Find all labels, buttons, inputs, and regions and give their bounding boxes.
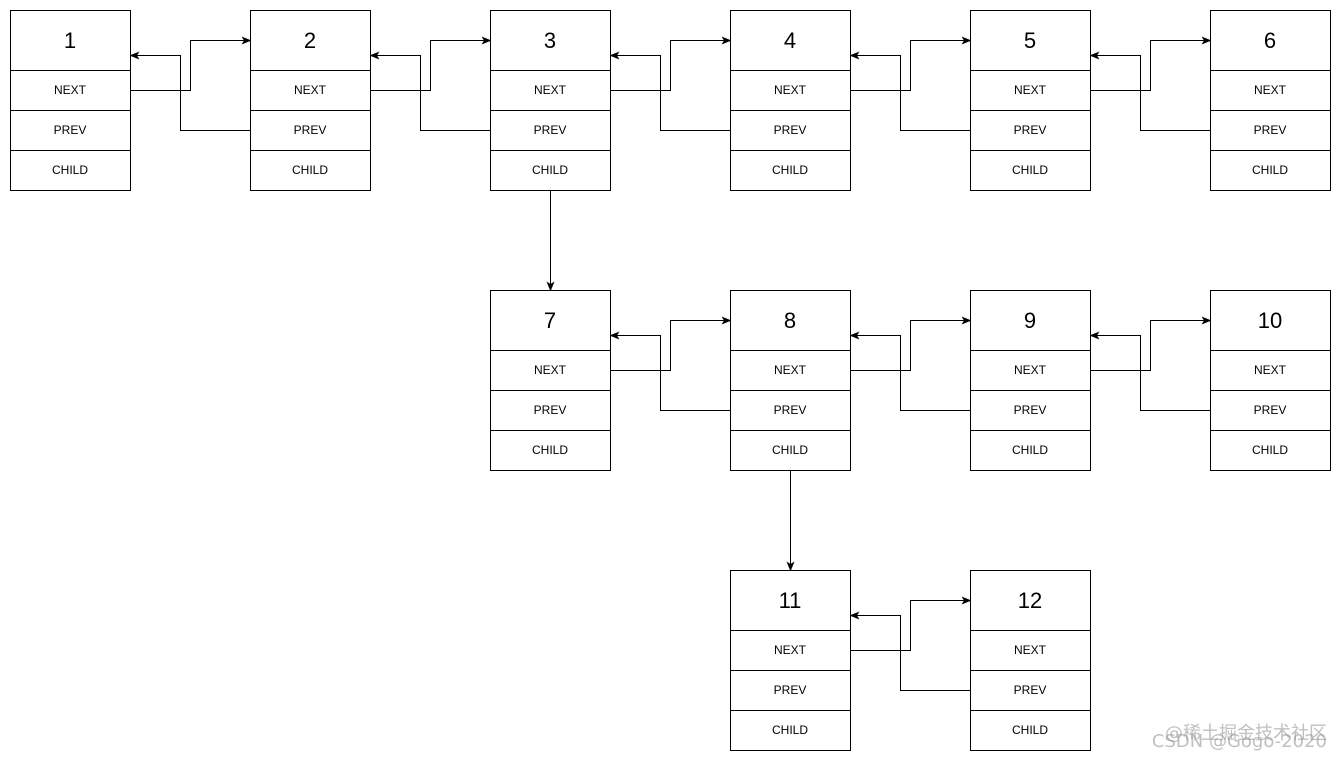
watermark: @稀土掘金技术社区 CSDN @Gogo-2020 — [1152, 725, 1327, 751]
field-child-label: CHILD — [1252, 163, 1288, 177]
field-child-label: CHILD — [772, 443, 808, 457]
field-child-label: CHILD — [1012, 163, 1048, 177]
field-next-label: NEXT — [294, 83, 327, 97]
field-child-label: CHILD — [1252, 443, 1288, 457]
field-prev-label: PREV — [54, 123, 87, 137]
node-title: 7 — [544, 308, 556, 333]
node-box — [970, 290, 1091, 471]
node-title: 11 — [779, 588, 802, 613]
field-next-label: NEXT — [1014, 643, 1047, 657]
field-prev-label: PREV — [1254, 123, 1287, 137]
link-prev-2-to-1 — [129, 51, 251, 131]
link-next-4-to-5 — [850, 36, 972, 91]
link-prev-3-to-2 — [369, 51, 491, 131]
watermark-line-2: CSDN @Gogo-2020 — [1151, 731, 1327, 752]
field-child-label: CHILD — [772, 723, 808, 737]
node-title: 9 — [1024, 308, 1036, 333]
link-prev-12-to-11 — [849, 611, 971, 691]
node-box — [1210, 290, 1331, 471]
node-box — [10, 10, 131, 191]
node-box — [730, 570, 851, 751]
node-box — [970, 10, 1091, 191]
node-title: 6 — [1264, 28, 1276, 53]
field-next-label: NEXT — [1254, 363, 1287, 377]
link-next-5-to-6 — [1090, 36, 1212, 91]
link-prev-4-to-3 — [609, 51, 731, 131]
field-child-label: CHILD — [292, 163, 328, 177]
field-prev-label: PREV — [534, 403, 567, 417]
node-box — [490, 10, 611, 191]
node-title: 10 — [1258, 308, 1282, 333]
node-box — [970, 570, 1091, 751]
node-title: 8 — [784, 308, 796, 333]
field-prev-label: PREV — [294, 123, 327, 137]
field-next-label: NEXT — [774, 643, 807, 657]
field-next-label: NEXT — [54, 83, 87, 97]
link-prev-10-to-9 — [1089, 331, 1211, 411]
link-next-2-to-3 — [370, 36, 492, 91]
field-prev-label: PREV — [534, 123, 567, 137]
link-next-9-to-10 — [1090, 316, 1212, 371]
field-prev-label: PREV — [774, 683, 807, 697]
link-prev-8-to-7 — [609, 331, 731, 411]
node-title: 2 — [304, 28, 316, 53]
field-next-label: NEXT — [534, 363, 567, 377]
field-child-label: CHILD — [772, 163, 808, 177]
field-prev-label: PREV — [1014, 403, 1047, 417]
field-child-label: CHILD — [532, 163, 568, 177]
node-box — [250, 10, 371, 191]
field-next-label: NEXT — [534, 83, 567, 97]
field-next-label: NEXT — [1014, 83, 1047, 97]
field-next-label: NEXT — [774, 363, 807, 377]
node-box — [490, 290, 611, 471]
field-prev-label: PREV — [1014, 123, 1047, 137]
field-next-label: NEXT — [774, 83, 807, 97]
watermark-line-1: @稀土掘金技术社区 — [1165, 723, 1327, 744]
node-box — [730, 290, 851, 471]
field-prev-label: PREV — [774, 123, 807, 137]
node-title: 12 — [1018, 588, 1042, 613]
node-box — [1210, 10, 1331, 191]
node-title: 5 — [1024, 28, 1036, 53]
field-child-label: CHILD — [532, 443, 568, 457]
link-next-11-to-12 — [850, 596, 972, 651]
field-prev-label: PREV — [1254, 403, 1287, 417]
field-prev-label: PREV — [774, 403, 807, 417]
node-title: 4 — [784, 28, 796, 53]
node-title: 1 — [64, 28, 76, 53]
node-box — [730, 10, 851, 191]
field-next-label: NEXT — [1254, 83, 1287, 97]
field-child-label: CHILD — [1012, 723, 1048, 737]
links-layer — [129, 36, 1212, 691]
node-title: 3 — [544, 28, 556, 53]
link-next-1-to-2 — [130, 36, 252, 91]
link-next-3-to-4 — [610, 36, 732, 91]
field-child-label: CHILD — [1012, 443, 1048, 457]
link-prev-6-to-5 — [1089, 51, 1211, 131]
link-prev-9-to-8 — [849, 331, 971, 411]
field-child-label: CHILD — [52, 163, 88, 177]
link-next-8-to-9 — [850, 316, 972, 371]
field-next-label: NEXT — [1014, 363, 1047, 377]
link-next-7-to-8 — [610, 316, 732, 371]
link-prev-5-to-4 — [849, 51, 971, 131]
field-prev-label: PREV — [1014, 683, 1047, 697]
